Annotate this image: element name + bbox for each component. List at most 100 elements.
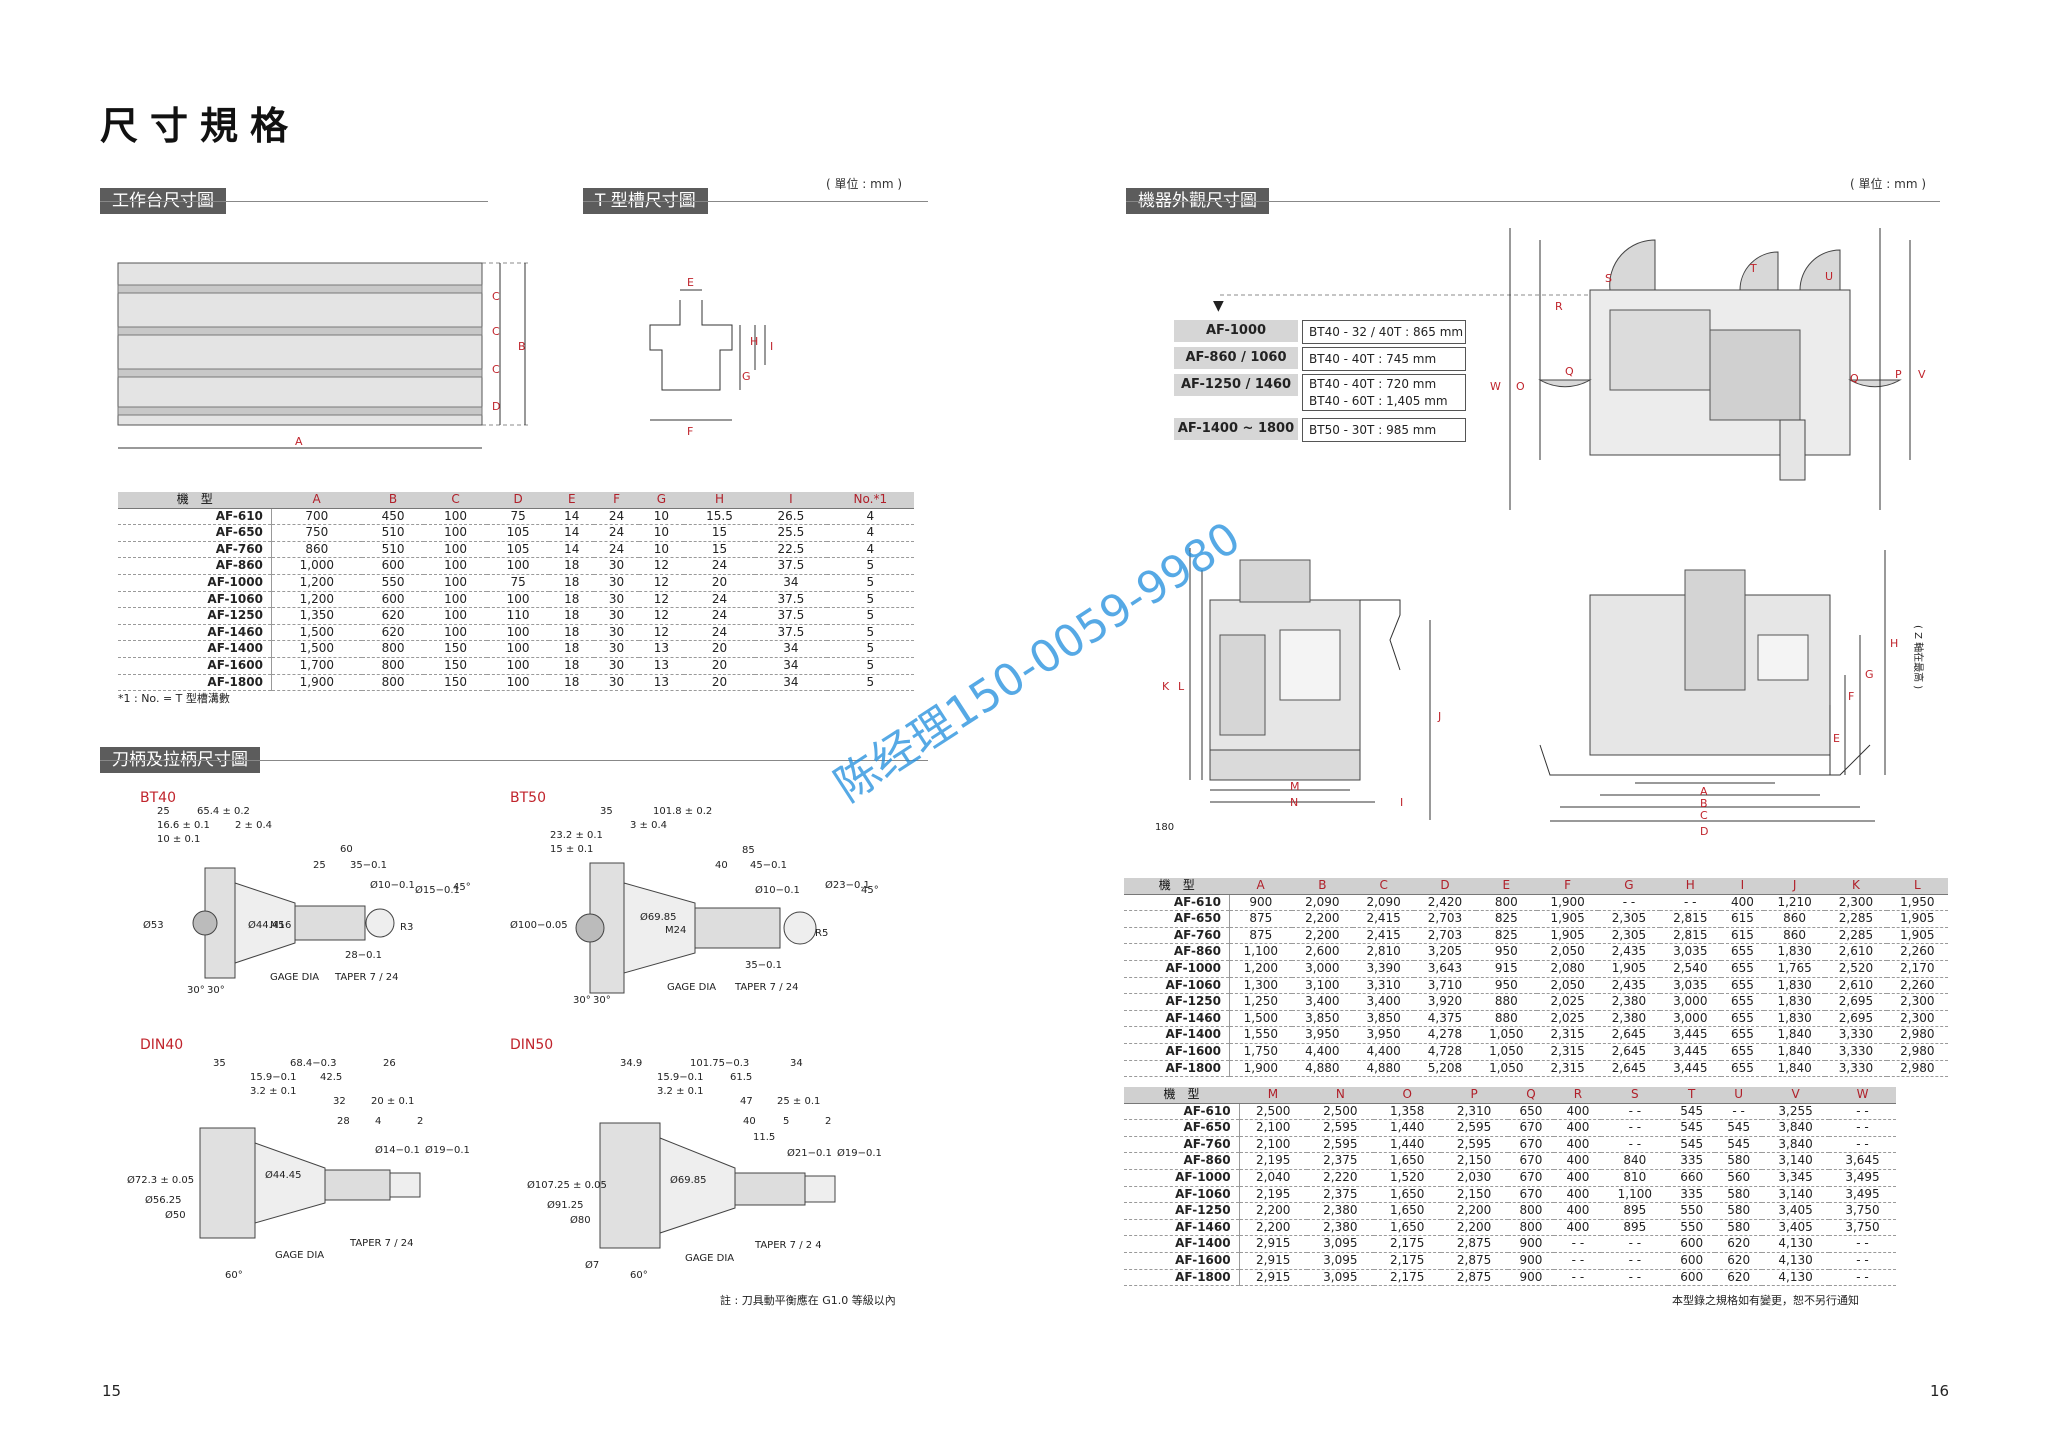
table3-header-cell: R [1554, 1087, 1602, 1104]
zaxis-note: ( Z 軸在最高 ) [1912, 625, 1925, 689]
value-cell: 24 [683, 607, 756, 625]
value-cell: 2,815 [1659, 910, 1721, 928]
model-cell: AF-1250 [118, 607, 272, 625]
value-cell: 2,980 [1886, 1026, 1948, 1044]
front-label-d: D [1700, 825, 1708, 838]
value-cell: 3,710 [1414, 977, 1476, 995]
value-cell: 3,000 [1659, 993, 1721, 1011]
table1-header-cell: 機 型 [118, 492, 272, 509]
value-cell: 335 [1668, 1152, 1716, 1170]
value-cell: 3,445 [1659, 1043, 1721, 1061]
value-cell: 34 [755, 640, 827, 658]
value-cell: 18 [549, 574, 595, 592]
value-cell: 75 [486, 508, 550, 526]
value-cell: 100 [424, 508, 487, 526]
din50-dim-18: Ø7 [585, 1259, 599, 1271]
value-cell: 3,950 [1291, 1026, 1353, 1044]
table3-header-cell: T [1668, 1087, 1716, 1104]
tslot-label-i: I [770, 340, 773, 353]
din50-dim-16: Ø21−0.1 [787, 1147, 832, 1159]
value-cell: 2,703 [1414, 927, 1476, 945]
din50-dim-1: 101.75−0.3 [690, 1058, 749, 1069]
table1-header-cell: C [424, 492, 487, 509]
value-cell: 1,700 [271, 657, 362, 675]
model-cell: AF-610 [1124, 1103, 1240, 1121]
din50-dim-6: 47 [740, 1096, 753, 1107]
value-cell: 900 [1507, 1269, 1555, 1287]
value-cell: 1,500 [271, 624, 362, 642]
value-cell: 1,840 [1763, 1060, 1826, 1078]
value-cell: 150 [424, 640, 487, 658]
value-cell: 560 [1715, 1169, 1763, 1187]
din40-dim-13: Ø50 [165, 1209, 186, 1221]
value-cell: 3,645 [1829, 1152, 1896, 1170]
value-cell: 2,090 [1352, 894, 1415, 912]
value-cell: 660 [1668, 1169, 1716, 1187]
bt50-dim-6: 40 [715, 860, 728, 871]
tool-note: 註 : 刀具動平衡應在 G1.0 等級以內 [720, 1294, 896, 1307]
machine-label-o: O [1516, 380, 1525, 393]
table2-header-cell: H [1659, 878, 1721, 895]
value-cell: 1,905 [1536, 910, 1599, 928]
table2-header-cell: 機 型 [1124, 878, 1230, 895]
value-cell: 2,200 [1440, 1202, 1508, 1220]
machine-label-v: V [1918, 368, 1926, 381]
value-cell: 2,375 [1306, 1152, 1374, 1170]
value-cell: 655 [1720, 943, 1764, 961]
section-divider [1126, 201, 1940, 202]
din40-dim-19: TAPER 7 / 24 [349, 1238, 413, 1249]
value-cell: 20 [683, 574, 756, 592]
value-cell: 15 [683, 524, 756, 542]
table3-header-cell: O [1373, 1087, 1441, 1104]
value-cell: 2,695 [1825, 993, 1887, 1011]
value-cell: 10 [638, 508, 684, 526]
value-cell: 615 [1720, 927, 1764, 945]
section-divider [100, 201, 488, 202]
value-cell: 580 [1715, 1202, 1763, 1220]
value-cell: 2,415 [1352, 927, 1415, 945]
value-cell: 2,200 [1291, 927, 1353, 945]
value-cell: 700 [271, 508, 362, 526]
value-cell: 5 [826, 591, 914, 609]
value-cell: 3,095 [1306, 1252, 1374, 1270]
value-cell: 3,000 [1291, 960, 1353, 978]
value-cell: 3,310 [1352, 977, 1415, 995]
bt40-dim-16: 30° [187, 985, 205, 996]
value-cell: 22.5 [755, 541, 827, 559]
value-cell: 24 [594, 508, 639, 526]
bt50-drawing: 35 101.8 ± 0.2 23.2 ± 0.1 3 ± 0.4 15 ± 0… [510, 806, 879, 1006]
model-cell: AF-1400 [1124, 1026, 1231, 1044]
value-cell: 2,025 [1536, 993, 1599, 1011]
table2-header-cell: E [1475, 878, 1537, 895]
unit-label-left: ( 單位 : mm ) [826, 177, 903, 191]
table1-header-cell: B [361, 492, 425, 509]
value-cell: 800 [361, 640, 425, 658]
value-cell: 1,200 [1229, 960, 1292, 978]
machine-label-n: N [1290, 796, 1298, 809]
value-cell: 2,540 [1659, 960, 1721, 978]
section-divider [100, 760, 928, 761]
model-cell: AF-1400 [118, 640, 272, 658]
din40-dim-14: Ø44.45 [265, 1169, 302, 1181]
value-cell: 2,595 [1306, 1136, 1374, 1154]
value-cell: 670 [1507, 1136, 1555, 1154]
value-cell: 100 [424, 591, 487, 609]
value-cell: 400 [1554, 1119, 1602, 1137]
magazine-code-value: BT40 - 40T : 745 mm [1302, 347, 1466, 371]
model-cell: AF-650 [1124, 910, 1231, 928]
model-cell: AF-650 [1124, 1119, 1240, 1137]
value-cell: - - [1601, 1269, 1669, 1287]
machine-side-view: K L J M N I 180 [1155, 548, 1441, 833]
value-cell: 3,330 [1825, 1060, 1887, 1078]
value-cell: 2,305 [1598, 927, 1660, 945]
value-cell: 600 [1668, 1269, 1716, 1287]
model-cell: AF-650 [118, 524, 272, 542]
